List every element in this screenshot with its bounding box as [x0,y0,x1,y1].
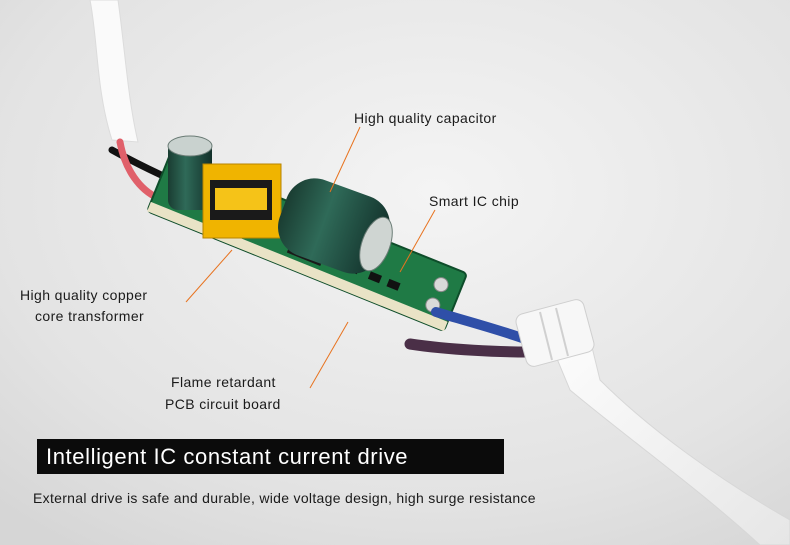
small-capacitor [167,135,213,210]
output-cable [515,299,790,545]
transformer [202,163,282,239]
leader-capacitor [329,126,361,193]
callout-capacitor: High quality capacitor [354,110,497,126]
brown-wire [404,338,534,358]
callout-pcb-line1: Flame retardant [171,374,276,390]
tagline: External drive is safe and durable, wide… [33,490,536,506]
leader-transformer [185,249,233,303]
input-cable [89,0,139,143]
big-capacitor [278,178,393,274]
leader-pcb [309,321,349,389]
leader-ic [399,209,436,273]
callout-pcb-line2: PCB circuit board [165,396,281,412]
headline-banner: Intelligent IC constant current drive [37,439,504,474]
callout-ic-chip: Smart IC chip [429,193,519,209]
callout-transformer-line1: High quality copper [20,287,148,303]
callout-lines [185,126,436,389]
callout-transformer-line2: core transformer [35,308,145,324]
